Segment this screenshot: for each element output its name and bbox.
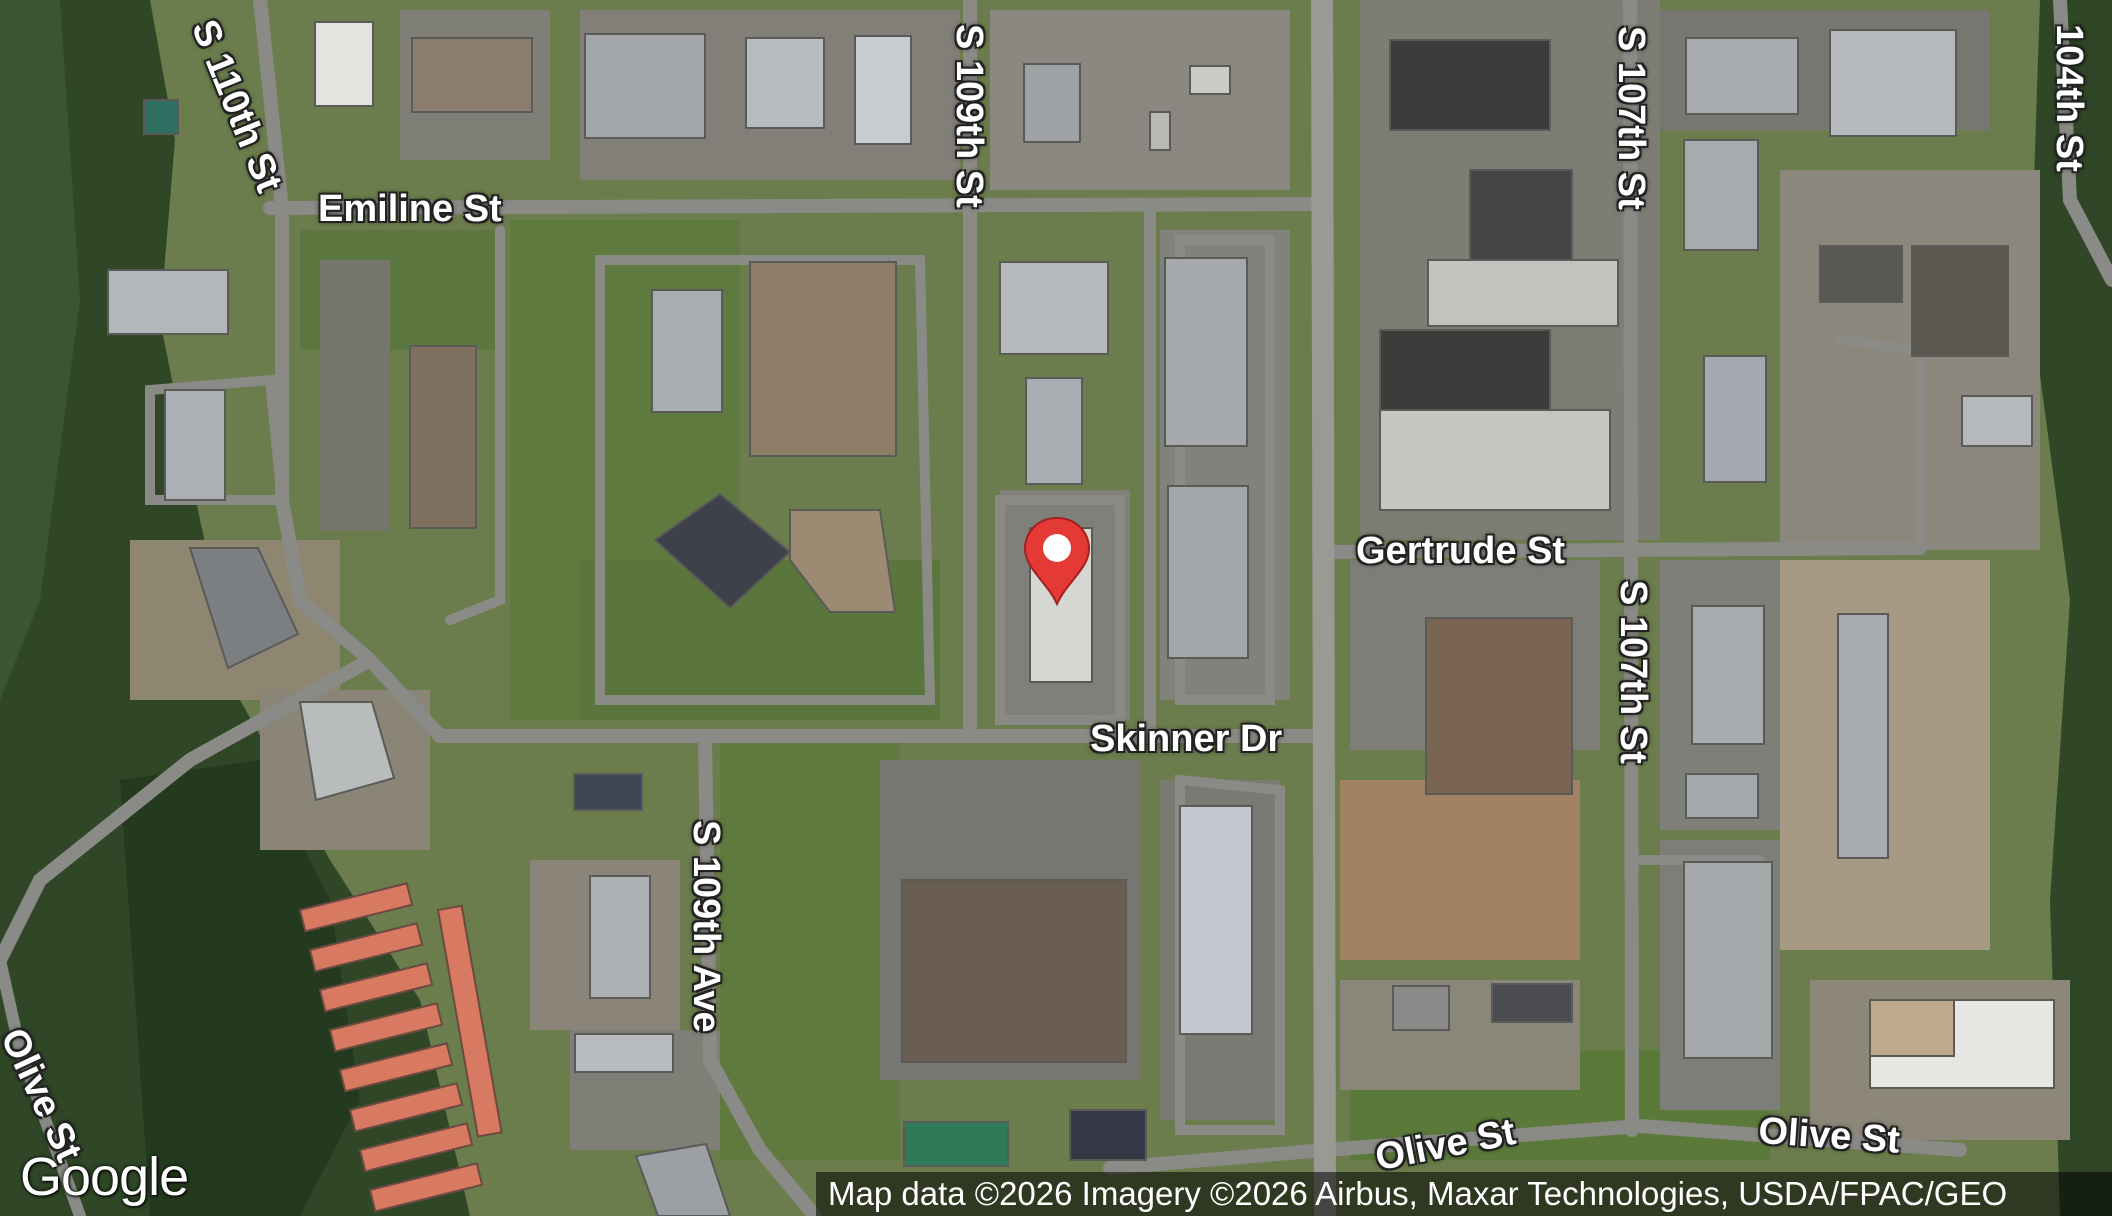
map-attribution[interactable]: Map data ©2026 Imagery ©2026 Airbus, Max… [816, 1172, 2112, 1216]
street-label-emiline-st[interactable]: Emiline St [318, 188, 502, 230]
street-label-s-109th-st[interactable]: S 109th St [948, 24, 990, 208]
map-pin-icon[interactable] [1022, 516, 1092, 607]
street-label-gertrude-st[interactable]: Gertrude St [1356, 530, 1566, 572]
street-label-s-107th-st-north[interactable]: S 107th St [1610, 26, 1652, 210]
google-logo: Google [20, 1147, 189, 1207]
street-label-skinner-dr[interactable]: Skinner Dr [1090, 718, 1283, 760]
street-label-104th-st[interactable]: 104th St [2048, 24, 2090, 172]
street-label-s-107th-st-south[interactable]: S 107th St [1612, 580, 1654, 764]
street-label-s-109th-ave[interactable]: S 109th Ave [685, 820, 727, 1033]
